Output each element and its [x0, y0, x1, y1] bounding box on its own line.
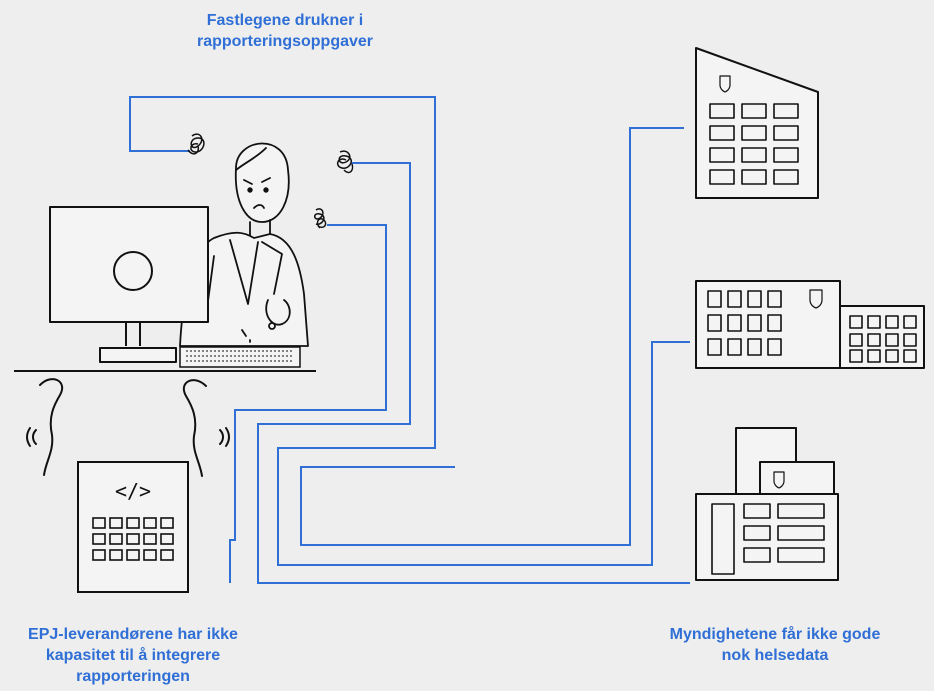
scribble-icon-2: [336, 150, 354, 174]
government-building-icon: [695, 47, 819, 199]
coat-of-arms-icon: [719, 75, 731, 93]
government-office-icon: [695, 280, 925, 369]
keyboard-icon: [179, 346, 301, 368]
connector-lines: [129, 96, 690, 584]
stress-scribbles: [187, 133, 354, 229]
stressed-doctor-icon: [179, 142, 309, 347]
connector-line-2: [257, 162, 690, 584]
vendors-caption: EPJ-leverandørene har ikke kapasitet til…: [28, 626, 238, 685]
doctors-caption: Fastlegene drukner i rapporteringsoppgav…: [196, 12, 374, 50]
code-symbol-icon: </>: [115, 479, 151, 503]
government-complex-icon: [695, 427, 839, 581]
coat-of-arms-icon: [773, 471, 785, 489]
scribble-icon-1: [187, 133, 205, 155]
authorities-caption: Myndighetene får ikke gode nok helsedata: [669, 626, 881, 664]
coat-of-arms-icon: [809, 289, 823, 309]
scribble-icon-3: [314, 208, 327, 229]
connector-line-1: [129, 96, 690, 566]
connector-line-4: [300, 127, 684, 546]
computer-icon: [49, 206, 209, 363]
connector-line-3: [229, 224, 387, 583]
ehr-system-icon: [26, 378, 230, 593]
